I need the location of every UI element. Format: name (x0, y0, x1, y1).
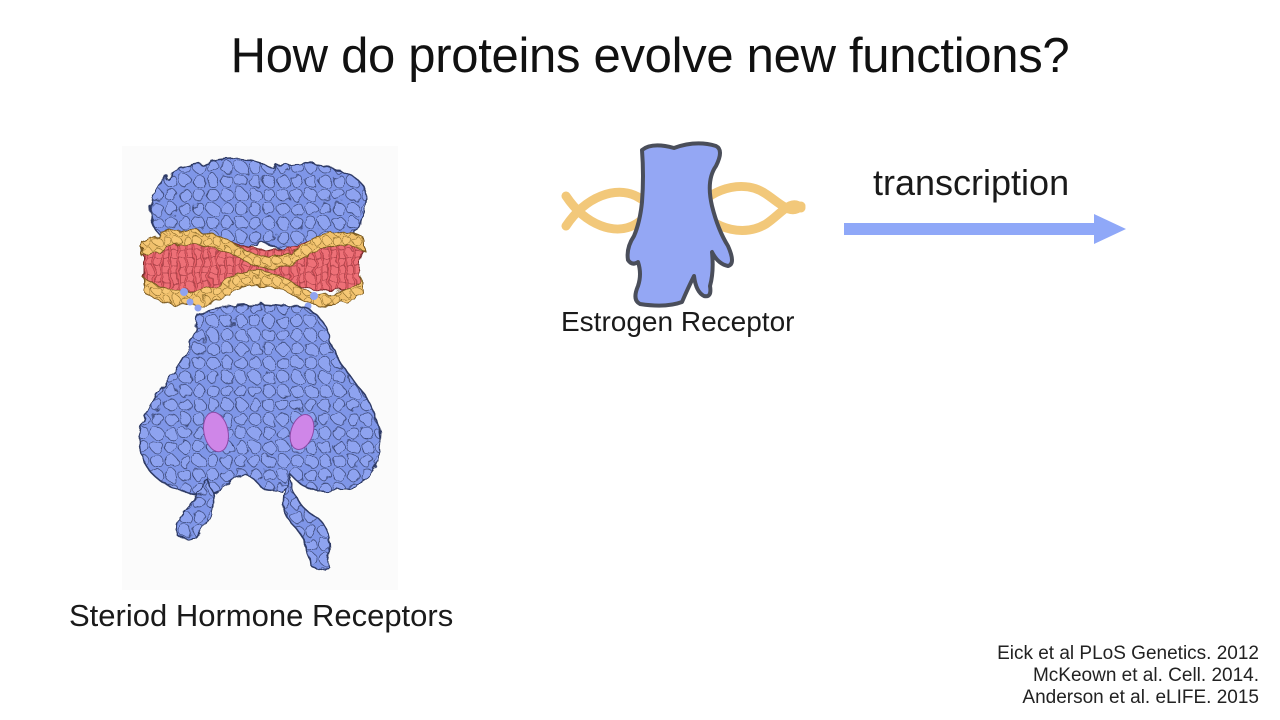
reference-item: McKeown et al. Cell. 2014. (1032, 665, 1259, 686)
receptor-shape (625, 141, 734, 308)
steroid-receptor-structure (139, 158, 382, 572)
reference-item: Eick et al PLoS Genetics. 2012 (997, 643, 1259, 664)
references: Eick et al PLoS Genetics. 2012 McKeown e… (997, 643, 1259, 709)
steroid-receptors-caption: Steriod Hormone Receptors (69, 598, 454, 633)
reference-item: Anderson et al. eLIFE. 2015 (1022, 687, 1259, 708)
right-arrow-icon (844, 214, 1126, 244)
estrogen-receptor-label: Estrogen Receptor (561, 306, 795, 337)
ligand-left (203, 411, 229, 453)
slide-title: How do proteins evolve new functions? (230, 29, 1070, 83)
ligand-right (289, 414, 315, 450)
transcription-label: transcription (873, 162, 1070, 203)
steroid-receptor-illustration (122, 146, 398, 590)
estrogen-receptor-cartoon (556, 136, 816, 316)
